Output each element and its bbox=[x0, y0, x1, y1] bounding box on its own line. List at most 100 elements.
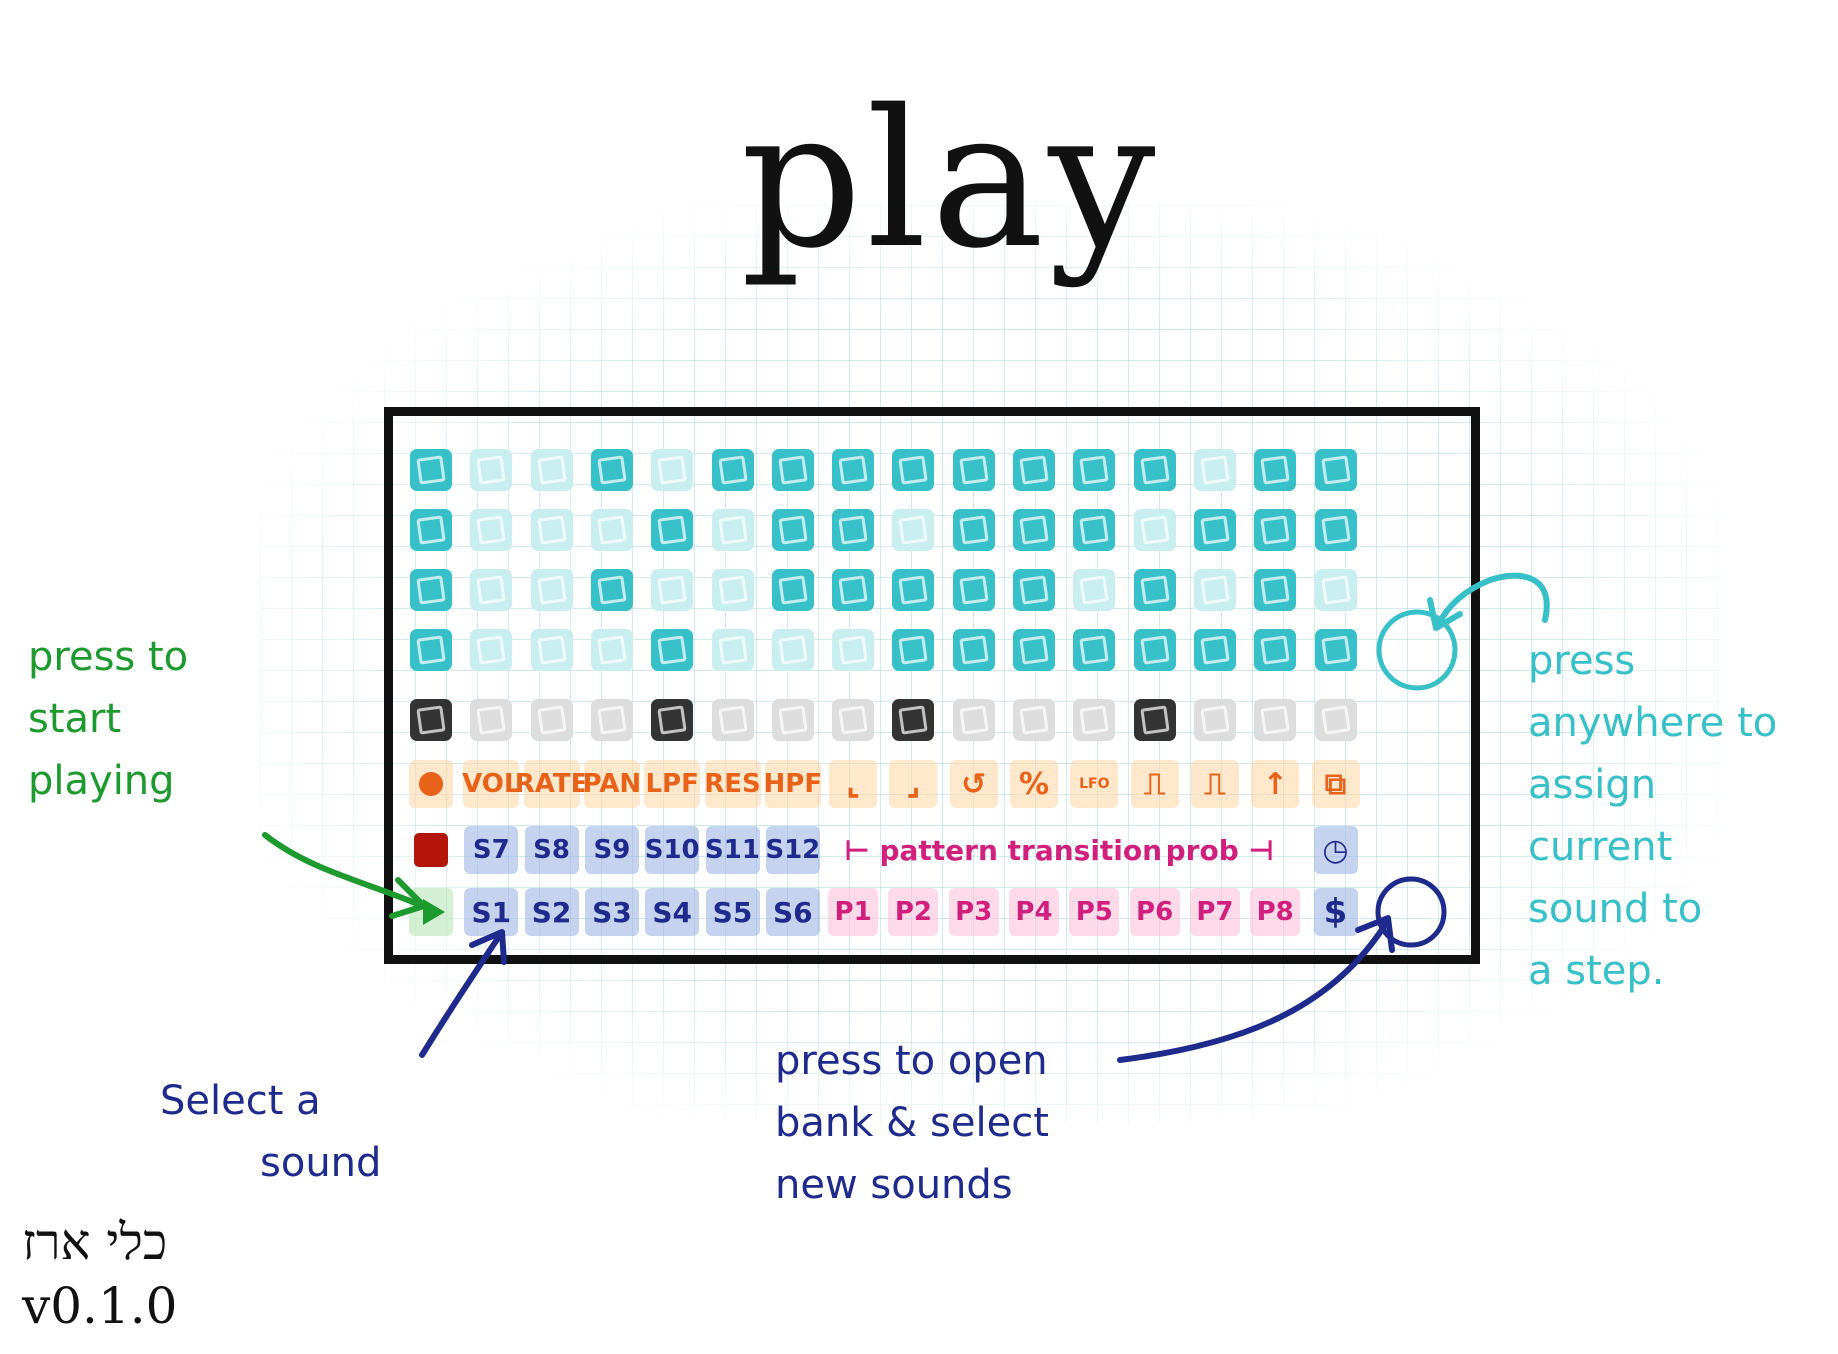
step-pad[interactable] bbox=[1133, 449, 1176, 491]
pattern-button[interactable]: P3 bbox=[948, 888, 999, 936]
step-pad[interactable] bbox=[1073, 449, 1116, 491]
pitch-up-button[interactable]: ↑ bbox=[1251, 760, 1300, 808]
track-pad[interactable] bbox=[832, 699, 875, 741]
track-pad[interactable] bbox=[410, 699, 452, 741]
step-pad[interactable] bbox=[410, 449, 452, 491]
param-rate-button[interactable]: RATE bbox=[515, 760, 588, 808]
pattern-button[interactable]: P1 bbox=[828, 888, 879, 936]
sound-slot-button[interactable]: S12 bbox=[765, 826, 820, 874]
step-pad[interactable] bbox=[952, 449, 995, 491]
track-pad[interactable] bbox=[470, 699, 513, 741]
track-pad[interactable] bbox=[952, 699, 995, 741]
step-pad[interactable] bbox=[1254, 509, 1297, 551]
step-pad[interactable] bbox=[1193, 629, 1236, 671]
pattern-button[interactable]: P2 bbox=[888, 888, 939, 936]
step-pad[interactable] bbox=[470, 449, 513, 491]
step-pad[interactable] bbox=[1193, 569, 1236, 611]
pattern-button[interactable]: P6 bbox=[1129, 888, 1180, 936]
step-pad[interactable] bbox=[470, 629, 513, 671]
sound-slot-button[interactable]: S3 bbox=[584, 888, 639, 936]
pattern-button[interactable]: P7 bbox=[1189, 888, 1240, 936]
step-pad[interactable] bbox=[711, 629, 754, 671]
pattern-button[interactable]: P5 bbox=[1069, 888, 1120, 936]
step-pad[interactable] bbox=[1314, 509, 1357, 551]
loop-button[interactable]: ↺ bbox=[949, 760, 998, 808]
tempo-button[interactable]: ◷ bbox=[1313, 826, 1358, 874]
step-pad[interactable] bbox=[410, 509, 452, 551]
step-pad[interactable] bbox=[1254, 629, 1297, 671]
pattern-button[interactable]: P8 bbox=[1250, 888, 1301, 936]
stop-button[interactable] bbox=[409, 826, 453, 874]
track-pad[interactable] bbox=[1314, 699, 1357, 741]
step-pad[interactable] bbox=[590, 629, 633, 671]
track-pad[interactable] bbox=[1193, 699, 1236, 741]
step-pad[interactable] bbox=[470, 509, 513, 551]
step-pad[interactable] bbox=[952, 629, 995, 671]
param-pan-button[interactable]: PAN bbox=[583, 760, 641, 808]
track-pad[interactable] bbox=[771, 699, 814, 741]
step-pad[interactable] bbox=[470, 569, 513, 611]
step-pad[interactable] bbox=[711, 569, 754, 611]
step-pad[interactable] bbox=[771, 509, 814, 551]
step-pad[interactable] bbox=[892, 569, 935, 611]
step-pad[interactable] bbox=[771, 629, 814, 671]
sound-slot-button[interactable]: S4 bbox=[645, 888, 700, 936]
step-pad[interactable] bbox=[771, 569, 814, 611]
step-pad[interactable] bbox=[1013, 509, 1055, 551]
track-pad[interactable] bbox=[1013, 699, 1055, 741]
step-pad[interactable] bbox=[590, 449, 633, 491]
copy-button[interactable]: ⧉ bbox=[1311, 760, 1360, 808]
step-pad[interactable] bbox=[1314, 629, 1357, 671]
sound-slot-button[interactable]: S11 bbox=[705, 826, 760, 874]
step-pad[interactable] bbox=[892, 509, 935, 551]
param-res-button[interactable]: RES bbox=[704, 760, 761, 808]
step-pad[interactable] bbox=[832, 449, 875, 491]
attack-envelope-button[interactable]: ⌞ bbox=[829, 760, 878, 808]
step-pad[interactable] bbox=[1073, 629, 1116, 671]
step-pad[interactable] bbox=[1314, 449, 1357, 491]
step-pad[interactable] bbox=[410, 629, 452, 671]
param-hpf-button[interactable]: HPF bbox=[764, 760, 822, 808]
step-pad[interactable] bbox=[1254, 569, 1297, 611]
step-pad[interactable] bbox=[1314, 569, 1357, 611]
sound-slot-button[interactable]: S9 bbox=[584, 826, 639, 874]
param-vol-button[interactable]: VOL bbox=[462, 760, 520, 808]
pattern-button[interactable]: P4 bbox=[1009, 888, 1059, 936]
step-pad[interactable] bbox=[771, 449, 814, 491]
track-pad[interactable] bbox=[530, 699, 573, 741]
step-pad[interactable] bbox=[651, 569, 694, 611]
step-pad[interactable] bbox=[590, 569, 633, 611]
sound-slot-button[interactable]: S2 bbox=[524, 888, 579, 936]
track-pad[interactable] bbox=[1133, 699, 1176, 741]
step-pad[interactable] bbox=[530, 509, 573, 551]
step-pad[interactable] bbox=[832, 509, 875, 551]
track-pad[interactable] bbox=[1073, 699, 1116, 741]
step-pad[interactable] bbox=[1133, 629, 1176, 671]
sound-slot-button[interactable]: S6 bbox=[765, 888, 820, 936]
pattern-button[interactable]: ⎍ bbox=[1190, 760, 1239, 808]
step-pad[interactable] bbox=[1254, 449, 1297, 491]
step-pad[interactable] bbox=[1073, 569, 1116, 611]
track-pad[interactable] bbox=[1254, 699, 1297, 741]
step-pad[interactable] bbox=[832, 569, 875, 611]
sound-slot-button[interactable]: S1 bbox=[464, 888, 519, 936]
step-pad[interactable] bbox=[1193, 449, 1236, 491]
step-pad[interactable] bbox=[1133, 509, 1176, 551]
percent-button[interactable]: % bbox=[1010, 760, 1058, 808]
sound-slot-button[interactable]: S8 bbox=[524, 826, 579, 874]
step-pad[interactable] bbox=[530, 449, 573, 491]
track-pad[interactable] bbox=[590, 699, 633, 741]
step-pad[interactable] bbox=[1193, 509, 1236, 551]
step-pad[interactable] bbox=[530, 629, 573, 671]
step-pad[interactable] bbox=[410, 569, 452, 611]
step-pad[interactable] bbox=[892, 449, 935, 491]
step-pad[interactable] bbox=[1013, 569, 1055, 611]
record-button[interactable] bbox=[409, 760, 453, 808]
step-pad[interactable] bbox=[952, 569, 995, 611]
step-pad[interactable] bbox=[1013, 629, 1055, 671]
step-pad[interactable] bbox=[892, 629, 935, 671]
step-pad[interactable] bbox=[1073, 509, 1116, 551]
lfo-button[interactable]: LFO bbox=[1070, 760, 1119, 808]
sound-slot-button[interactable]: S7 bbox=[464, 826, 519, 874]
sound-slot-button[interactable]: S10 bbox=[645, 826, 700, 874]
